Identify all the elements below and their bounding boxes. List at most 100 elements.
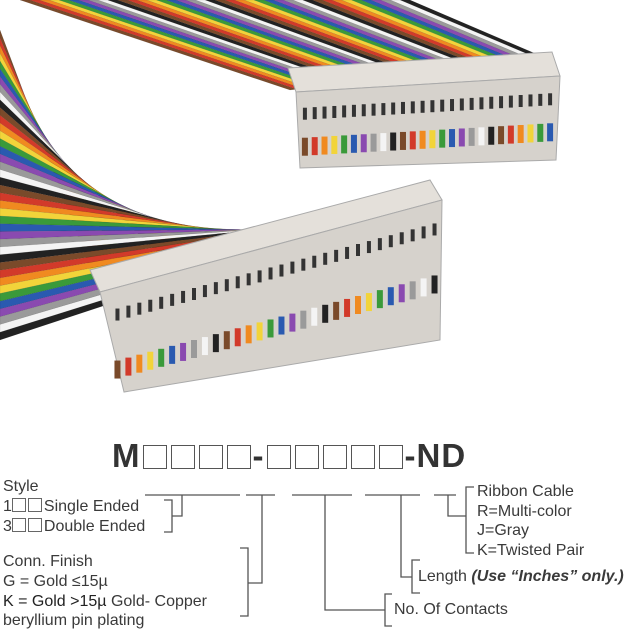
connector-slot [159, 296, 164, 309]
connector-slot [410, 101, 415, 114]
connector-slot [312, 107, 317, 120]
top-connector [287, 51, 561, 169]
contact-wire [380, 133, 387, 152]
connector-slot [361, 104, 366, 117]
connector-slot [518, 95, 523, 108]
connector-slot [312, 255, 317, 268]
connector-slot [323, 252, 328, 265]
contact-wire [387, 287, 394, 306]
connector-slot [399, 232, 404, 245]
connector-slot [450, 99, 455, 112]
contact-wire [201, 337, 208, 356]
contact-wire [322, 304, 329, 323]
connector-slot [224, 279, 229, 292]
contact-wire [537, 123, 544, 142]
contact-wire [341, 135, 348, 154]
contact-wire [439, 129, 446, 148]
contact-wire [245, 325, 252, 344]
contact-wire [321, 136, 328, 155]
contact-wire [398, 284, 405, 303]
connector-slot [290, 261, 295, 274]
connector-slot [432, 223, 437, 236]
contact-wire [517, 125, 524, 144]
ribbon-option: J=Gray [477, 522, 530, 539]
connector-slot [366, 241, 371, 254]
contact-wire [344, 298, 351, 317]
connector-slot [115, 308, 120, 321]
connector-slot [257, 270, 262, 283]
contact-wire [449, 129, 456, 148]
connector-slot [499, 96, 504, 109]
finish-title: Conn. Finish [3, 553, 93, 570]
finish-option-g: G = Gold ≤15µ [3, 573, 108, 590]
contact-wire [136, 354, 143, 373]
connector-slot [126, 305, 131, 318]
connector-slot [528, 94, 533, 107]
contact-wire [498, 126, 505, 145]
contact-wire [350, 134, 357, 153]
contact-wire [478, 127, 485, 146]
connector-slot [302, 107, 307, 120]
contact-wire [468, 127, 475, 146]
contact-wire [360, 134, 367, 153]
connector-slot [356, 244, 360, 256]
connector-slot [235, 276, 240, 289]
pn-suffix: -ND [404, 437, 467, 474]
contact-wire [527, 124, 534, 143]
connector-slot [538, 93, 543, 106]
contact-wire [125, 357, 132, 376]
connector-slot [371, 103, 376, 116]
connector-slot [351, 104, 356, 117]
pn-separator: - [252, 437, 265, 474]
contact-wire [420, 278, 427, 297]
contact-wire [376, 290, 383, 309]
connector-slot [381, 103, 386, 116]
ribbon-title: Ribbon Cable [477, 483, 574, 500]
connector-slot [548, 93, 553, 106]
length-label: Length (Use “Inches” only.) [418, 568, 624, 585]
connector-slot [459, 98, 464, 111]
connector-slot [489, 96, 494, 109]
connector-slot [279, 264, 284, 277]
connector-slot [377, 238, 382, 251]
connector-slot [388, 235, 393, 248]
connector-slot [400, 101, 405, 114]
contact-wire [158, 348, 165, 367]
connector-slot [469, 97, 474, 110]
contact-wire [431, 275, 438, 294]
contact-wire [301, 137, 308, 156]
connector-slot [192, 288, 196, 300]
callout-lines [145, 486, 474, 627]
contact-wire [331, 135, 338, 154]
contact-wire [223, 331, 230, 350]
connector-slot [246, 273, 251, 286]
contact-wire [169, 345, 176, 364]
connector-slot [301, 258, 306, 271]
contact-wire [547, 123, 554, 142]
contact-wire [507, 125, 514, 144]
contact-wire [191, 340, 197, 358]
contact-wire [311, 137, 318, 156]
contact-wire [212, 334, 219, 353]
contact-wire [355, 296, 361, 314]
contact-wire [488, 126, 495, 145]
connector-slot [420, 100, 425, 113]
connector-slot [181, 290, 186, 303]
contact-wire [289, 313, 296, 332]
connector-slot [332, 105, 337, 118]
ribbon-option: R=Multi-color [477, 503, 572, 520]
contact-wire [370, 133, 377, 152]
contact-wire [333, 301, 340, 320]
connector-slot [440, 99, 445, 112]
contact-wire [114, 360, 121, 379]
contact-wire [399, 131, 406, 150]
finish-option-k-line2: beryllium pin plating [3, 612, 145, 629]
part-number-template: M--ND [112, 437, 466, 475]
connector-slot [213, 282, 218, 295]
connector-slot [137, 302, 142, 315]
contact-wire [458, 128, 465, 147]
connector-slot [170, 293, 175, 306]
